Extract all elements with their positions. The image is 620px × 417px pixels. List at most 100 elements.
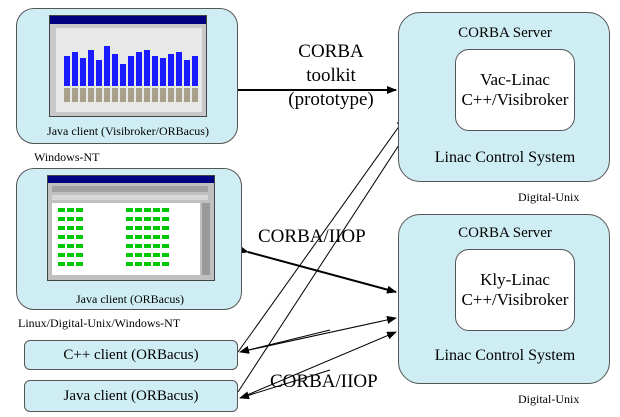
link-top-line1: CORBA [298,41,364,62]
vac-footer-label: Linac Control System [434,149,576,166]
java-client-windows-box: Java client (Visibroker/ORBacus) [16,8,238,144]
thumb-bar-gray [144,88,150,102]
thumb-status-led [76,235,83,239]
corba-iiop-middle-label: CORBA/IIOP [258,226,366,247]
java-client-box: Java client (ORBacus) [24,380,238,412]
thumb-status-led [58,262,65,266]
java-visibroker-caption: Java client (Visibroker/ORBacus) [47,124,209,138]
kly-linac-lang: C++/Visibroker [461,290,569,309]
thumb-status-led [153,235,160,239]
thumb-status-led [126,226,133,230]
thumb-bar-blue [144,50,150,86]
thumb-status-led [126,208,133,212]
thumb-bar-gray [184,88,190,102]
thumb-bar-gray [112,88,118,102]
thumb-bar-gray [168,88,174,102]
cpp-client-label: C++ client (ORBacus) [63,346,199,363]
java-client-label: Java client (ORBacus) [63,387,199,404]
thumb-status-led [162,217,169,221]
thumb-status-led [67,217,74,221]
thumb-status-led [67,262,74,266]
thumb-bar-gray [64,88,70,102]
thumb-bar-gray [88,88,94,102]
thumb-bar-blue [96,60,102,86]
thumb-status-led [135,235,142,239]
thumb-bar-blue [136,52,142,86]
thumb-bar-blue [80,58,86,86]
kly-server-header: CORBA Server [458,225,552,241]
thumb-bar-gray [128,88,134,102]
linux-platform-label: Linux/Digital-Unix/Windows-NT [18,316,181,330]
thumb-status-led [58,217,65,221]
thumb-status-led [135,244,142,248]
thumb-status-led [126,244,133,248]
thumb-status-led [162,244,169,248]
windows-nt-label: Windows-NT [34,150,100,164]
line-cpp-vac [237,117,406,353]
thumb-status-led [144,208,151,212]
thumb-bar-blue [184,60,190,86]
thumb-status-led [144,262,151,266]
thumb-status-led [162,208,169,212]
line-java-vac [237,124,413,393]
link-top-line3: (prototype) [288,89,374,110]
kly-platform-label: Digital-Unix [518,392,580,406]
kly-linac-name: Kly-Linac [480,270,550,289]
status-panel-screenshot-icon [47,175,215,281]
thumb-bar-gray [160,88,166,102]
thumb-bar-gray [120,88,126,102]
thumb-status-led [76,253,83,257]
thumb-status-led [76,244,83,248]
thumb-status-led [76,262,83,266]
thumb-bar-gray [104,88,110,102]
thumb-status-led [67,235,74,239]
thumb-status-led [153,208,160,212]
thumb-status-led [144,226,151,230]
vac-linac-name: Vac-Linac [480,70,550,89]
thumb-bar-blue [120,64,126,86]
thumb-status-led [162,235,169,239]
kly-linac-inner-box: Kly-Linac C++/Visibroker [455,249,575,331]
thumb-bar-blue [64,56,70,86]
status-led-graphic [58,208,169,266]
bar-chart-graphic [64,46,198,102]
vac-linac-inner-box: Vac-Linac C++/Visibroker [455,49,575,131]
thumb-status-led [76,226,83,230]
thumb-status-led [58,208,65,212]
thumb-status-led [153,217,160,221]
thumb-status-led [162,253,169,257]
corba-toolkit-label: CORBA toolkit (prototype) [276,40,386,112]
thumb-status-led [58,253,65,257]
thumb-status-led [126,253,133,257]
thumb-bar-gray [136,88,142,102]
thumb-status-led [144,253,151,257]
thumb-status-led [76,217,83,221]
thumb-status-led [153,253,160,257]
thumb-status-led [153,262,160,266]
java-client-gui-box: Java client (ORBacus) [16,168,242,310]
arrow-middle [238,245,397,294]
thumb-bar-blue [128,56,134,86]
line-java-kly [239,331,397,399]
thumb-status-led [126,235,133,239]
thumb-status-led [126,217,133,221]
thumb-status-led [162,226,169,230]
thumb-bar-blue [176,52,182,86]
thumb-status-led [162,262,169,266]
thumb-status-led [135,253,142,257]
thumb-status-led [58,235,65,239]
thumb-bar-blue [88,50,94,86]
thumb-status-led [67,244,74,248]
thumb-bar-blue [112,54,118,86]
thumb-status-led [67,226,74,230]
java-orbacus-gui-caption: Java client (ORBacus) [76,292,184,306]
cpp-client-box: C++ client (ORBacus) [24,340,238,370]
thumb-bar-gray [72,88,78,102]
thumb-status-led [135,226,142,230]
thumb-status-led [126,262,133,266]
thumb-bar-blue [72,52,78,86]
thumb-bar-gray [176,88,182,102]
thumb-status-led [58,226,65,230]
corba-iiop-bottom-label: CORBA/IIOP [270,371,378,392]
